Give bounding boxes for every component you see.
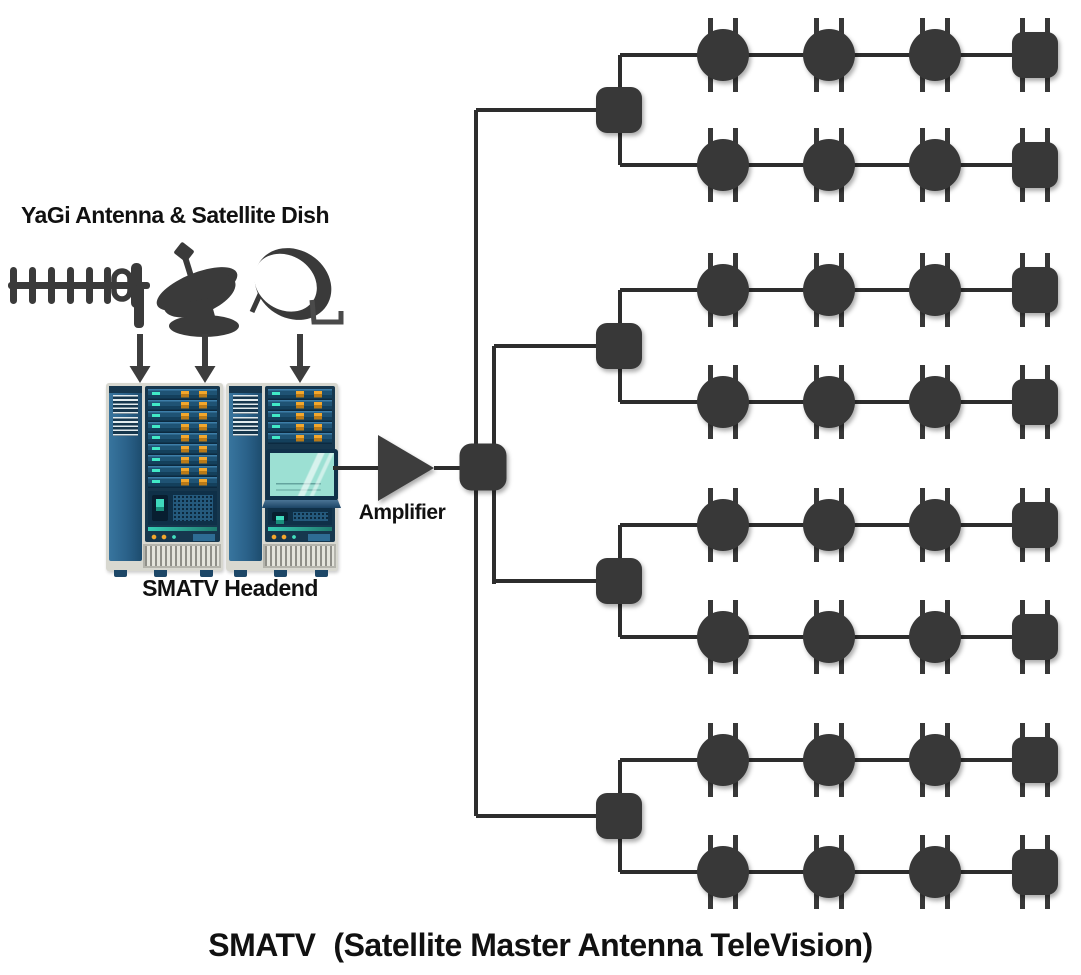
monitor-keyboard xyxy=(262,500,341,508)
amplifier-symbol xyxy=(378,435,434,501)
tap xyxy=(803,264,855,316)
end-tap xyxy=(1012,614,1058,660)
rack-side-tower xyxy=(229,386,262,561)
satellite-dish-solid-icon xyxy=(156,242,239,337)
teal-strip xyxy=(268,527,332,531)
tap xyxy=(697,846,749,898)
monitor-screen xyxy=(270,453,334,496)
status-led-column xyxy=(272,389,280,444)
rack-bottom-vent xyxy=(143,544,221,568)
down-arrow xyxy=(194,334,216,383)
tap xyxy=(803,376,855,428)
tap xyxy=(803,846,855,898)
tap xyxy=(909,611,961,663)
rack-bottom-vent xyxy=(263,544,336,568)
headend-rack-1 xyxy=(106,383,223,577)
satellite-dish-open-icon xyxy=(249,248,344,325)
smatv-headend-racks xyxy=(106,383,341,577)
yagi-antenna-icon xyxy=(8,263,150,328)
tap xyxy=(909,139,961,191)
tap xyxy=(803,499,855,551)
tap xyxy=(697,264,749,316)
status-led-column xyxy=(152,389,160,488)
tap xyxy=(697,611,749,663)
rack-side-tower xyxy=(109,386,142,561)
tower-vent xyxy=(113,417,138,436)
end-tap xyxy=(1012,737,1058,783)
tap xyxy=(803,139,855,191)
tap xyxy=(697,29,749,81)
end-tap xyxy=(1012,849,1058,895)
amber-led-column xyxy=(199,389,207,488)
branch-splitter xyxy=(596,558,642,604)
headend-monitor xyxy=(266,449,338,501)
end-tap xyxy=(1012,379,1058,425)
tap xyxy=(909,264,961,316)
amber-led-column xyxy=(181,389,189,488)
vent-grid xyxy=(173,495,213,521)
indicator-row xyxy=(268,533,332,542)
indicator-row xyxy=(148,533,217,542)
tower-vent xyxy=(233,417,258,436)
down-arrow xyxy=(289,334,311,383)
rack-server-slats xyxy=(268,389,332,444)
end-tap xyxy=(1012,267,1058,313)
main-splitter xyxy=(459,443,507,491)
end-tap xyxy=(1012,32,1058,78)
branch-splitter xyxy=(596,323,642,369)
tower-vent xyxy=(113,395,138,414)
branch-splitter xyxy=(596,87,642,133)
tap xyxy=(909,29,961,81)
power-module xyxy=(152,495,168,521)
tap xyxy=(697,376,749,428)
vent-grid xyxy=(293,512,328,521)
power-module xyxy=(272,512,288,524)
end-tap xyxy=(1012,502,1058,548)
rack-control-panel xyxy=(268,508,332,525)
tower-vent xyxy=(233,395,258,414)
tap xyxy=(909,376,961,428)
branch-splitter xyxy=(596,793,642,839)
headend-rack-2 xyxy=(226,383,341,577)
tap xyxy=(697,499,749,551)
teal-strip xyxy=(148,527,217,531)
tap xyxy=(697,139,749,191)
title-paren: (Satellite Master Antenna TeleVision) xyxy=(333,927,873,963)
rack-control-panel xyxy=(148,491,217,525)
tap xyxy=(909,846,961,898)
rack-body xyxy=(145,386,220,542)
rack-server-slats xyxy=(148,389,217,488)
tap xyxy=(909,499,961,551)
page-title: SMATV (Satellite Master Antenna TeleVisi… xyxy=(0,927,1081,964)
amber-led-column xyxy=(296,389,304,444)
tap xyxy=(803,29,855,81)
tap xyxy=(909,734,961,786)
title-main: SMATV xyxy=(208,927,316,963)
sources-heading: YaGi Antenna & Satellite Dish xyxy=(20,202,330,228)
amplifier-label: Amplifier xyxy=(358,501,446,524)
down-arrow xyxy=(129,334,151,383)
tap xyxy=(697,734,749,786)
tap xyxy=(803,611,855,663)
amber-led-column xyxy=(314,389,322,444)
rack-body xyxy=(262,386,341,542)
end-tap xyxy=(1012,142,1058,188)
tap xyxy=(803,734,855,786)
headend-label: SMATV Headend xyxy=(142,575,318,601)
